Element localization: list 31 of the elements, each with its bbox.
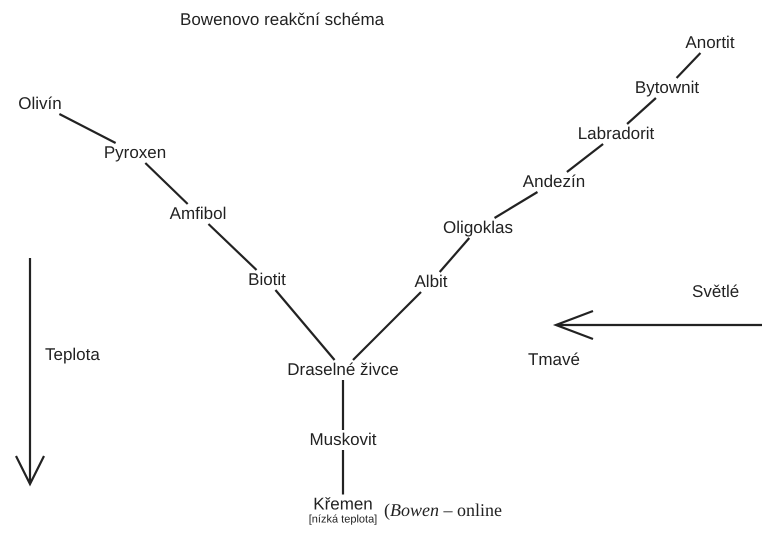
connector-line [676, 52, 702, 79]
connector-line [352, 291, 422, 361]
diagram-title: Bowenovo reakční schéma [180, 10, 384, 30]
mineral-label: Křemen [312, 494, 374, 514]
connector-line [342, 450, 344, 494]
connector-line [342, 380, 344, 430]
connector-line [494, 191, 538, 219]
mineral-label: Bytownit [634, 78, 700, 98]
mineral-label: Labradorit [578, 124, 654, 144]
connector-line [626, 97, 657, 125]
connector-line [144, 162, 188, 205]
axis-label: Teplota [45, 345, 100, 365]
mineral-label: Oligoklas [443, 218, 513, 238]
mineral-label: Muskovit [309, 430, 377, 450]
mineral-label: Amfibol [170, 204, 226, 224]
mineral-label: Andezín [522, 172, 586, 192]
note-text: [nízká teplota] [308, 514, 378, 526]
mineral-label: Draselné živce [287, 360, 399, 380]
caption-text: (Bowen – online [384, 500, 502, 521]
mineral-label: Olivín [18, 94, 62, 114]
connector-line [58, 113, 116, 144]
axis-label: Světlé [692, 282, 740, 302]
mineral-label: Biotit [248, 270, 286, 290]
mineral-label: Albit [414, 272, 448, 292]
axis-label: Tmavé [528, 350, 580, 370]
mineral-label: Pyroxen [104, 143, 166, 163]
connector-line [208, 223, 258, 271]
connector-line [438, 237, 470, 273]
connector-line [566, 143, 604, 173]
mineral-label: Anortit [685, 33, 735, 53]
connector-line [274, 289, 336, 361]
